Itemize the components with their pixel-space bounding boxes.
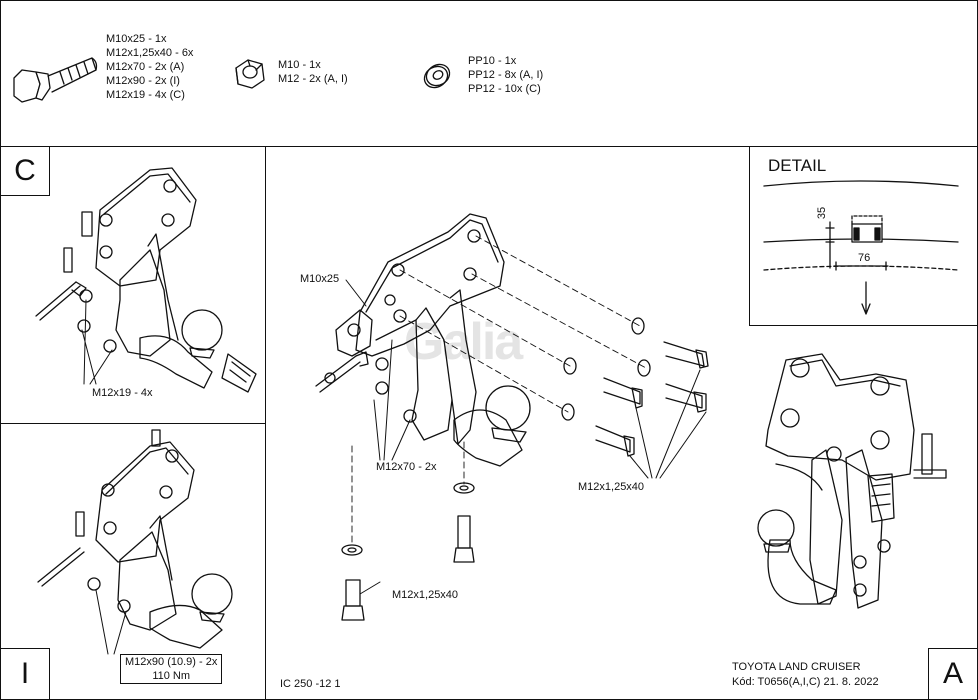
washer-item: PP10 - 1x [468, 55, 517, 67]
nut-item: M10 - 1x [278, 59, 321, 71]
m12x125-bottom-label: M12x1,25x40 [392, 589, 459, 601]
i-bolts-spec: M12x90 (10.9) - 2x [125, 656, 218, 668]
washer-item: PP12 - 10x (C) [468, 83, 541, 95]
variant-a-label: A [928, 648, 978, 700]
hex-bolt-icon [13, 57, 98, 103]
main-towbar-assembly [315, 213, 709, 621]
nut-list: M10 - 1x M12 - 2x (A, I) [278, 58, 348, 86]
detail-title: DETAIL [768, 156, 827, 175]
i-bolts-torque: 110 Nm [152, 670, 191, 682]
washer-list: PP10 - 1x PP12 - 8x (A, I) PP12 - 10x (C… [468, 54, 543, 96]
variant-i-towbar-drawing [37, 429, 233, 649]
detail-bumper-drawing [763, 180, 959, 315]
bolt-item: M10x25 - 1x [106, 33, 167, 45]
i-bolts-label-box: M12x90 (10.9) - 2x 110 Nm [120, 654, 223, 684]
bolt-item: M12x1,25x40 - 6x [106, 47, 194, 59]
detail-dim-vertical: 35 [816, 206, 829, 220]
hex-nut-icon [235, 59, 265, 89]
m12x125-right-label: M12x1,25x40 [578, 481, 645, 493]
bolt-item: M12x70 - 2x (A) [106, 61, 185, 73]
bolt-item: M12x90 - 2x (I) [106, 75, 180, 87]
drawing-code: Kód: T0656(A,I,C) 21. 8. 2022 [732, 676, 879, 688]
bolt-item: M12x19 - 4x (C) [106, 89, 185, 101]
m12x70-label: M12x70 - 2x [376, 461, 437, 473]
drawing-code-left: IC 250 -12 1 [280, 678, 341, 690]
variant-c-towbar-drawing [35, 167, 257, 393]
m10x25-label: M10x25 [300, 273, 340, 285]
c-bolts-label: M12x19 - 4x [92, 387, 153, 399]
detail-dim-horizontal: 76 [858, 252, 871, 264]
assembled-towbar-view [757, 353, 947, 609]
bolt-list: M10x25 - 1x M12x1,25x40 - 6x M12x70 - 2x… [106, 32, 193, 102]
variant-c-label: C [0, 146, 50, 196]
washer-item: PP12 - 8x (A, I) [468, 69, 544, 81]
nut-item: M12 - 2x (A, I) [278, 73, 348, 85]
vehicle-name: TOYOTA LAND CRUISER [732, 661, 861, 673]
washer-icon [423, 63, 451, 89]
